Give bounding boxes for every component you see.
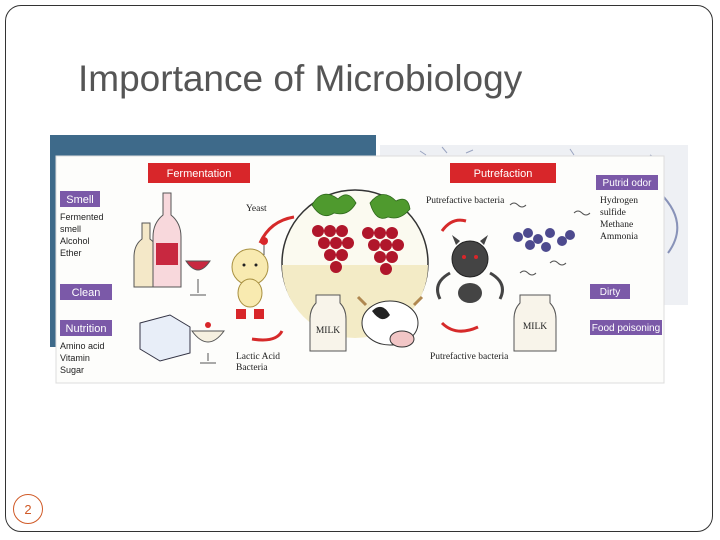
putrid-item: sulfide <box>600 207 626 218</box>
nutrition-item: Vitamin <box>60 353 90 363</box>
lactic-label: Lactic Acid <box>236 352 280 362</box>
nutrition-heading: Nutrition <box>66 323 107 335</box>
clean-heading: Clean <box>72 287 101 299</box>
putrefactive-label-top: Putrefactive bacteria <box>426 195 505 206</box>
slide-title: Importance of Microbiology <box>78 58 522 100</box>
dirty-heading: Dirty <box>600 287 621 298</box>
milk-label-left: MILK <box>316 326 340 336</box>
microbiology-illustration: Fermentation Putrefaction Smell Fermente… <box>50 133 690 385</box>
food-poisoning-heading: Food poisoning <box>592 323 660 334</box>
putrid-item: Methane <box>600 220 633 230</box>
yeast-label: Yeast <box>246 204 267 214</box>
slide-number: 2 <box>13 494 43 524</box>
putrefactive-label-bottom: Putrefactive bacteria <box>430 351 509 362</box>
milk-label-right: MILK <box>523 322 547 332</box>
nutrition-item: Sugar <box>60 365 84 375</box>
milk-jug-left <box>310 295 346 351</box>
putrefaction-header: Putrefaction <box>474 168 533 180</box>
smell-item: Ether <box>60 248 82 258</box>
lactic-label-2: Bacteria <box>236 363 268 373</box>
fermentation-header: Fermentation <box>167 168 232 180</box>
smell-item: Alcohol <box>60 236 90 246</box>
smell-item: smell <box>60 224 81 234</box>
putrid-item: Ammonia <box>600 232 639 242</box>
smell-heading: Smell <box>66 194 94 206</box>
smell-item: Fermented <box>60 212 104 222</box>
putrid-item: Hydrogen <box>600 196 638 206</box>
nutrition-item: Amino acid <box>60 341 105 351</box>
putrid-heading: Putrid odor <box>603 178 653 189</box>
